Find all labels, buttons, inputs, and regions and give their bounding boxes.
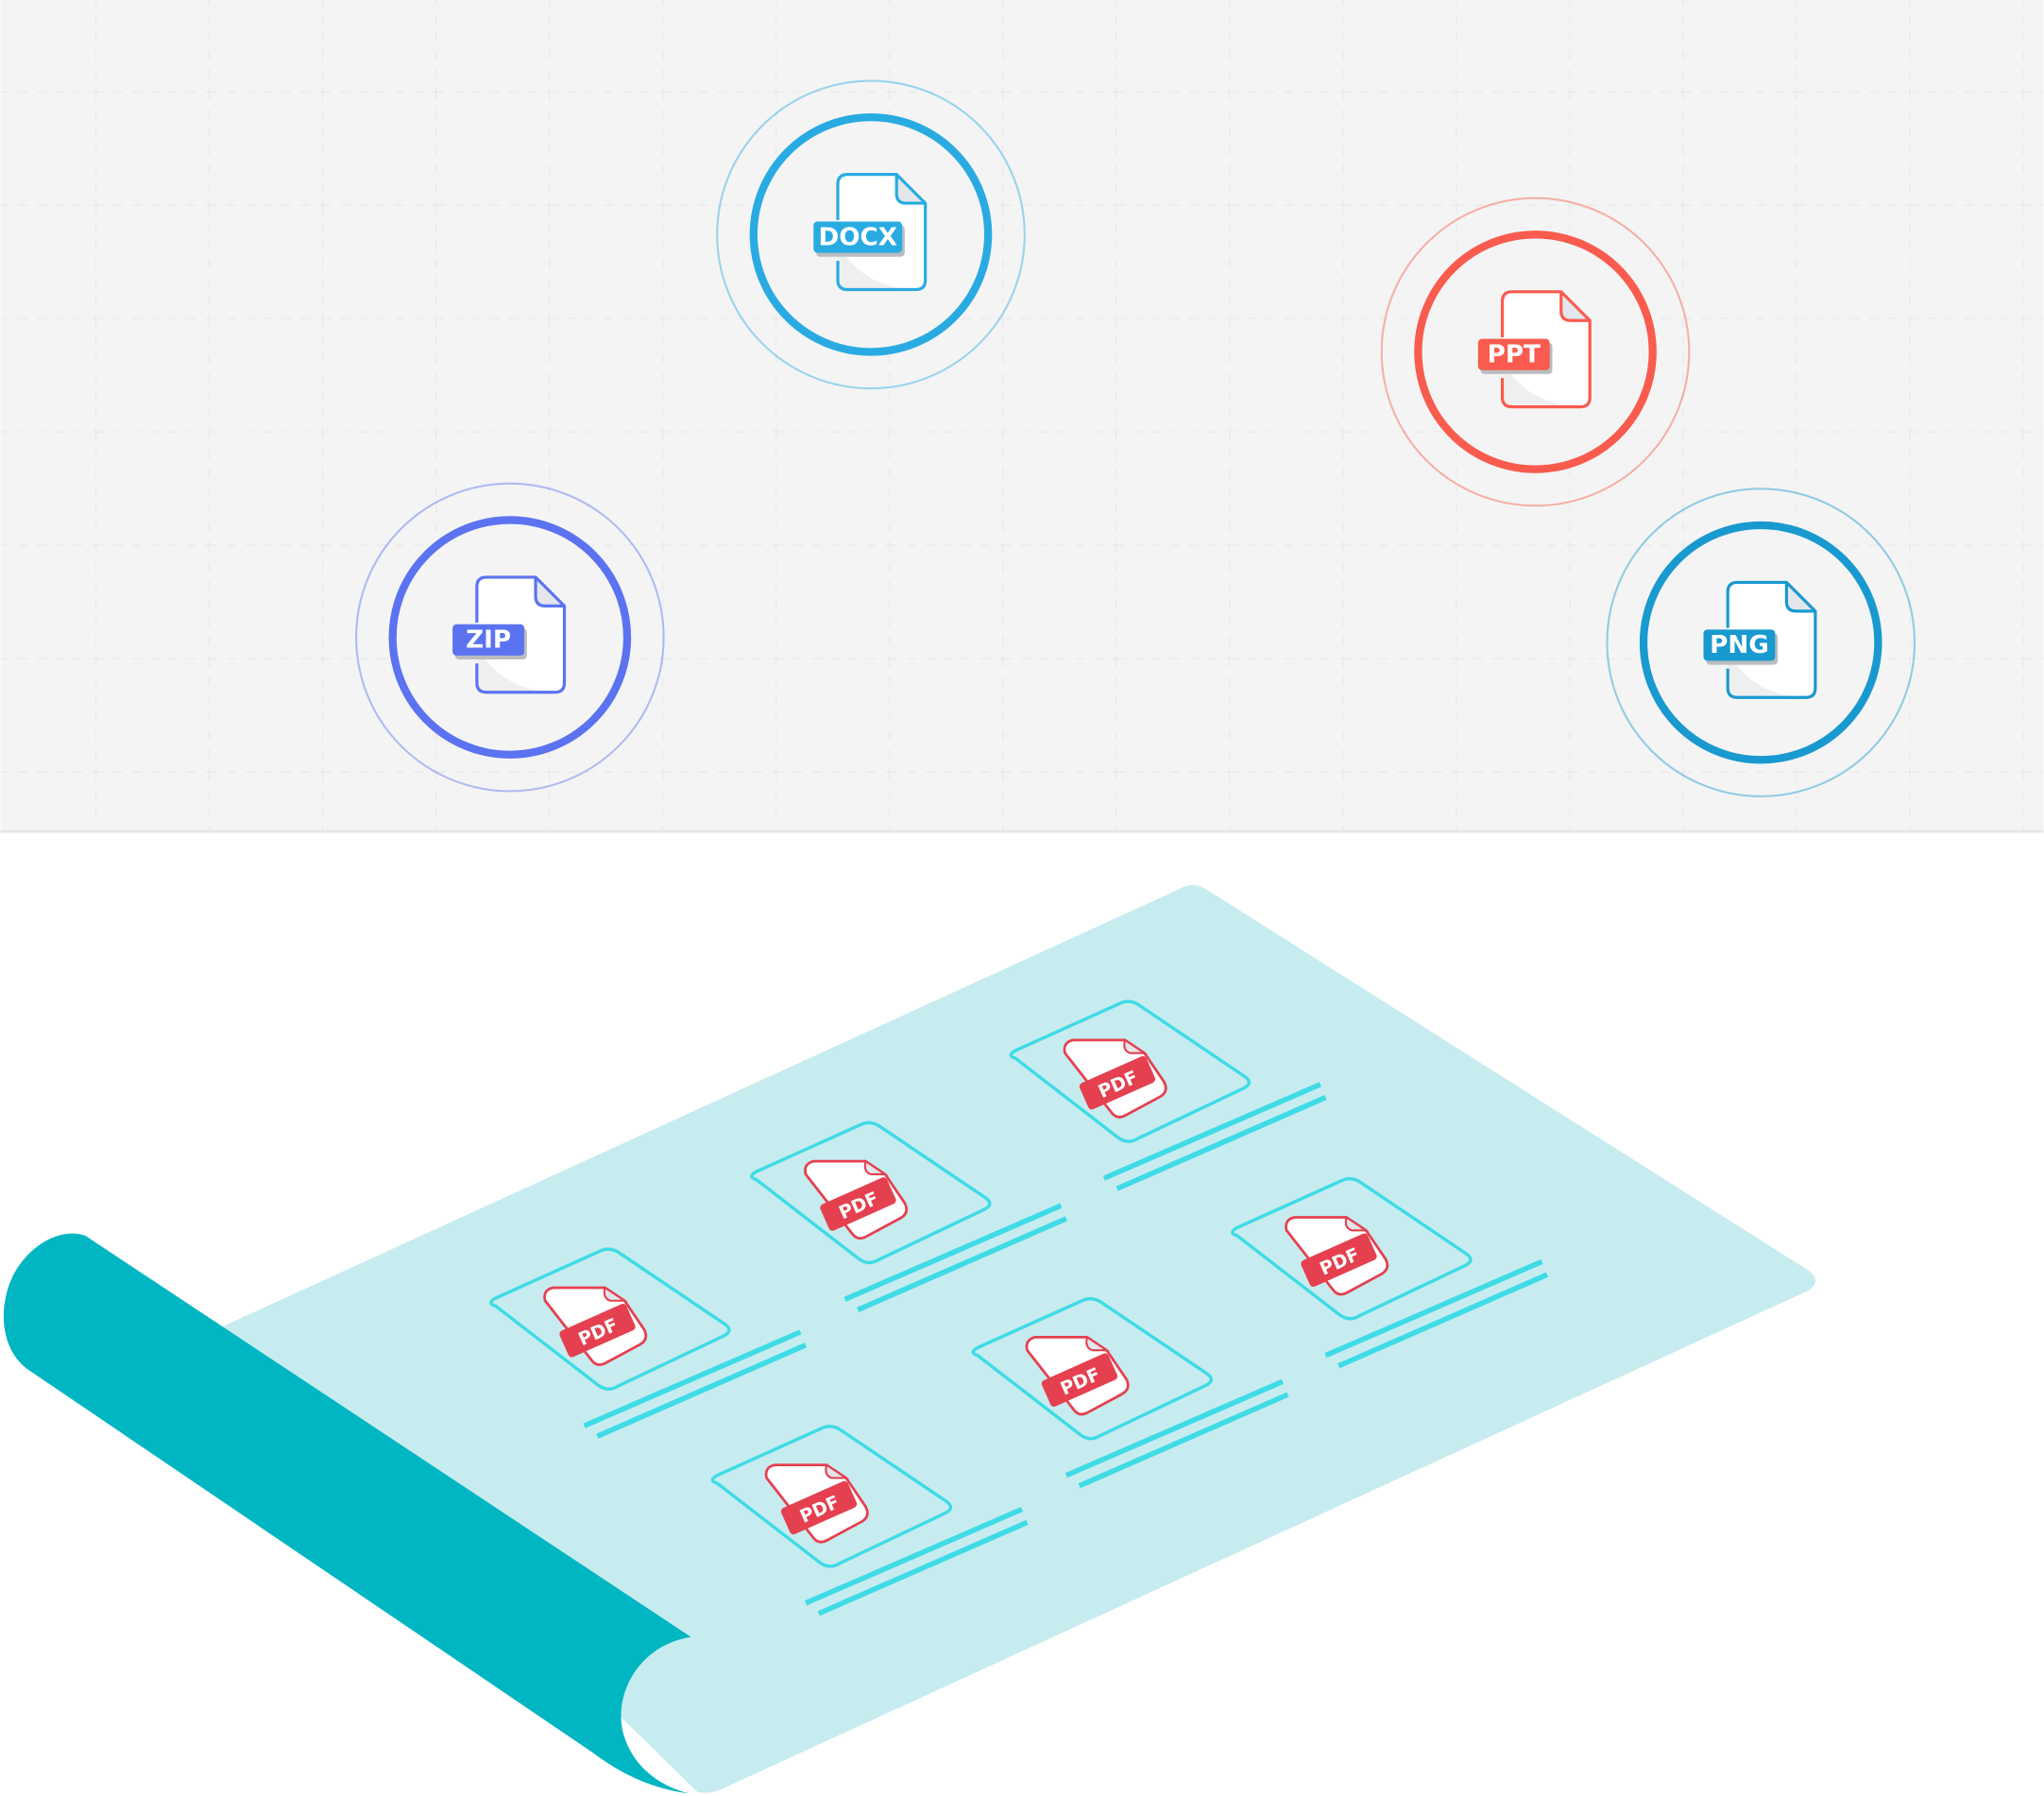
pdf-card: PDF: [750, 1120, 1068, 1312]
card-outline: [971, 1296, 1214, 1441]
file-icon: [475, 575, 567, 694]
format-label: PPT: [1488, 341, 1541, 369]
pdf-card: PDF: [710, 1425, 1029, 1616]
pdf-card: PDF: [489, 1247, 808, 1439]
text-line: [804, 1506, 1024, 1606]
text-line: [1102, 1082, 1322, 1181]
file-icon: [836, 173, 928, 292]
format-badge: [452, 624, 525, 656]
document-sheet: [221, 884, 1816, 1793]
text-line: [1324, 1258, 1543, 1359]
format-label: DOCX: [818, 223, 896, 251]
sheet-roll: [3, 1233, 691, 1794]
outer-ring: [716, 79, 1026, 390]
text-line: [583, 1329, 802, 1428]
zip-format-node: ZIP: [355, 482, 665, 793]
pdf-card: PDF: [1231, 1176, 1549, 1369]
text-line: [817, 1519, 1029, 1616]
text-line: [1116, 1095, 1327, 1191]
text-line: [596, 1343, 808, 1439]
format-label: PNG: [1710, 631, 1769, 659]
text-line: [1337, 1272, 1549, 1369]
card-outline: [1009, 1000, 1252, 1143]
png-format-node: PNG: [1606, 487, 1916, 797]
card-outline: [710, 1425, 953, 1568]
text-line: [857, 1216, 1068, 1312]
outer-ring: [355, 482, 665, 793]
format-badge: [1477, 338, 1550, 370]
text-line: [1078, 1392, 1289, 1489]
card-outline: [1231, 1176, 1473, 1321]
text-line: [1065, 1378, 1285, 1479]
docx-format-node: DOCX: [716, 79, 1026, 390]
format-badge: [813, 221, 903, 253]
file-icon: [1500, 290, 1592, 409]
card-outline: [489, 1247, 731, 1391]
format-badge: [1703, 629, 1776, 661]
outer-ring: [1606, 487, 1916, 797]
pdf-card: PDF: [971, 1296, 1289, 1489]
card-outline: [750, 1120, 992, 1265]
file-icon: [1726, 580, 1817, 699]
pdf-card: PDF: [1009, 1000, 1327, 1191]
ppt-format-node: PPT: [1380, 197, 1691, 507]
text-line: [843, 1203, 1063, 1302]
outer-ring: [1380, 197, 1691, 507]
format-label: ZIP: [466, 626, 511, 655]
